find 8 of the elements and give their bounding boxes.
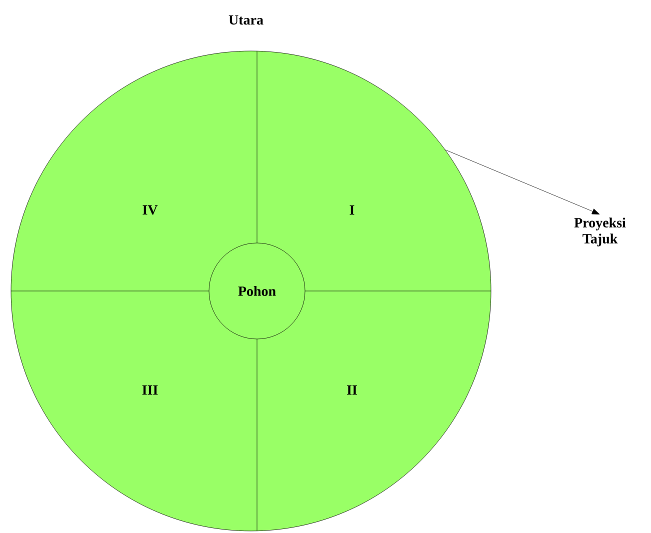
caption-text: Proyeksi Tajuk xyxy=(574,218,626,246)
quadrant-label: III xyxy=(142,385,158,395)
direction-label: Utara xyxy=(228,15,264,25)
arrow xyxy=(445,150,600,214)
quadrant-label: IV xyxy=(142,205,158,215)
quadrant-label: I xyxy=(350,205,354,215)
quadrant-label: II xyxy=(347,385,357,395)
crown-projection-circle xyxy=(10,50,492,532)
